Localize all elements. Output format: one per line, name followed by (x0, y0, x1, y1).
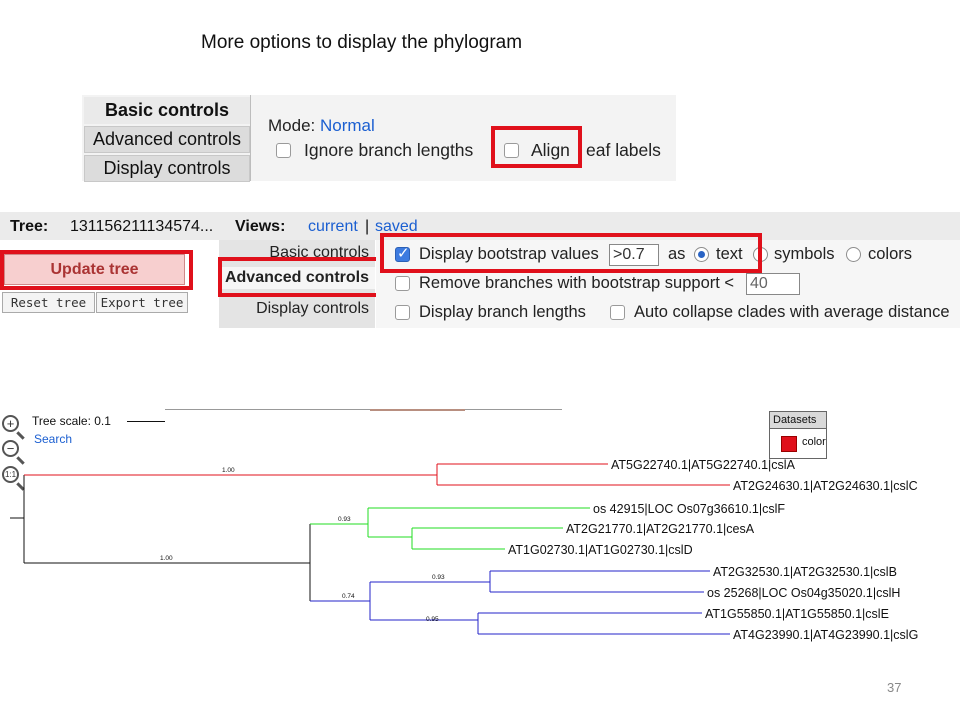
search-link[interactable]: Search (34, 432, 73, 446)
view-saved-link[interactable]: saved (375, 218, 418, 235)
zoom-out-icon[interactable]: − (2, 440, 19, 457)
remove-threshold-input[interactable]: 40 (746, 273, 800, 295)
radio-symbols-label: symbols (774, 245, 835, 263)
leaf-label: os 42915|LOC Os07g36610.1|cslF (593, 502, 785, 516)
advanced-control-tabs: Basic controls Advanced controls Display… (219, 240, 375, 328)
highlight-update-tree (0, 250, 193, 290)
control-tabs: Basic controls Advanced controls Display… (82, 95, 251, 182)
align-checkbox[interactable] (504, 143, 519, 158)
advanced-controls-body: Display bootstrap values >0.7 as text sy… (376, 240, 960, 328)
auto-collapse-label: Auto collapse clades with average distan… (634, 303, 950, 321)
slide-title: More options to display the phylogram (201, 32, 523, 53)
zoom-in-icon[interactable]: + (2, 415, 19, 432)
ignore-branch-lengths-checkbox[interactable] (276, 143, 291, 158)
support-value: 0.74 (342, 593, 355, 600)
page-number: 37 (887, 680, 902, 695)
leaf-label: os 25268|LOC Os04g35020.1|cslH (707, 586, 900, 600)
tab-advanced-controls-2[interactable]: Advanced controls (219, 267, 375, 289)
support-value: 1.00 (160, 555, 173, 562)
mode-label: Mode: (268, 116, 316, 135)
zoom-reset-icon[interactable]: 1:1 (2, 466, 19, 483)
radio-text[interactable] (694, 247, 709, 262)
display-branch-lengths-checkbox[interactable] (395, 305, 410, 320)
leaf-label: AT1G55850.1|AT1G55850.1|cslE (705, 607, 889, 621)
bootstrap-threshold-input[interactable]: >0.7 (609, 244, 659, 266)
radio-colors[interactable] (846, 247, 861, 262)
legend-title: Datasets (770, 412, 826, 429)
display-branch-lengths-label: Display branch lengths (419, 303, 586, 321)
mode-line: Mode: Normal (268, 116, 375, 136)
support-value: 0.95 (426, 616, 439, 623)
mode-value-link[interactable]: Normal (319, 116, 375, 135)
viewer-top-accent (370, 409, 465, 411)
radio-colors-label: colors (868, 245, 913, 263)
display-bootstrap-label: Display bootstrap values (419, 245, 599, 263)
radio-text-label: text (716, 245, 743, 263)
view-separator: | (365, 218, 370, 235)
support-value: 1.00 (222, 467, 235, 474)
view-current-link[interactable]: current (308, 218, 358, 235)
ignore-branch-lengths-label: Ignore branch lengths (304, 140, 474, 160)
leaf-label: AT4G23990.1|AT4G23990.1|cslG (733, 628, 918, 642)
export-tree-button[interactable]: Export tree (96, 292, 188, 313)
basic-controls-panel: Basic controls Advanced controls Display… (82, 95, 676, 182)
leaf-label: AT5G22740.1|AT5G22740.1|cslA (611, 458, 796, 472)
tab-basic-controls-2[interactable]: Basic controls (269, 244, 369, 261)
legend-color-swatch (781, 436, 797, 452)
update-tree-button[interactable]: Update tree (4, 254, 185, 285)
auto-collapse-checkbox[interactable] (610, 305, 625, 320)
tree-scale-label: Tree scale: 0.1 (32, 414, 111, 428)
views-label: Views: (235, 218, 286, 235)
leaf-label: AT2G24630.1|AT2G24630.1|cslC (733, 479, 918, 493)
highlight-display-bootstrap (380, 233, 762, 273)
as-label: as (668, 245, 686, 263)
highlight-advanced-controls (218, 257, 380, 297)
tab-basic-controls[interactable]: Basic controls (84, 97, 250, 124)
display-bootstrap-checkbox[interactable] (395, 244, 410, 262)
reset-tree-button[interactable]: Reset tree (2, 292, 95, 313)
support-value: 0.93 (338, 516, 351, 523)
remove-branches-label: Remove branches with bootstrap support < (419, 274, 735, 292)
tab-advanced-controls[interactable]: Advanced controls (84, 126, 250, 153)
support-value: 0.93 (432, 574, 445, 581)
tab-display-controls-2[interactable]: Display controls (256, 300, 369, 317)
remove-branches-checkbox[interactable] (395, 276, 410, 291)
datasets-legend: Datasets color (769, 411, 827, 459)
leaf-label: AT2G21770.1|AT2G21770.1|cesA (566, 522, 755, 536)
tab-display-controls[interactable]: Display controls (84, 155, 250, 182)
highlight-align (491, 126, 582, 168)
viewer-top-rule (165, 409, 562, 410)
tree-label: Tree: (10, 218, 49, 235)
leaf-label: AT1G02730.1|AT1G02730.1|cslD (508, 543, 693, 557)
tree-scale-bar (127, 421, 165, 422)
leaf-labels-label: eaf labels (586, 140, 661, 160)
leaf-label: AT2G32530.1|AT2G32530.1|cslB (713, 565, 897, 579)
legend-item-label: color (802, 436, 826, 448)
phylogram: AT5G22740.1|AT5G22740.1|cslA AT2G24630.1… (10, 458, 918, 642)
tree-id: 13115621113457​4... (70, 218, 214, 235)
align-label: Align (531, 140, 570, 160)
